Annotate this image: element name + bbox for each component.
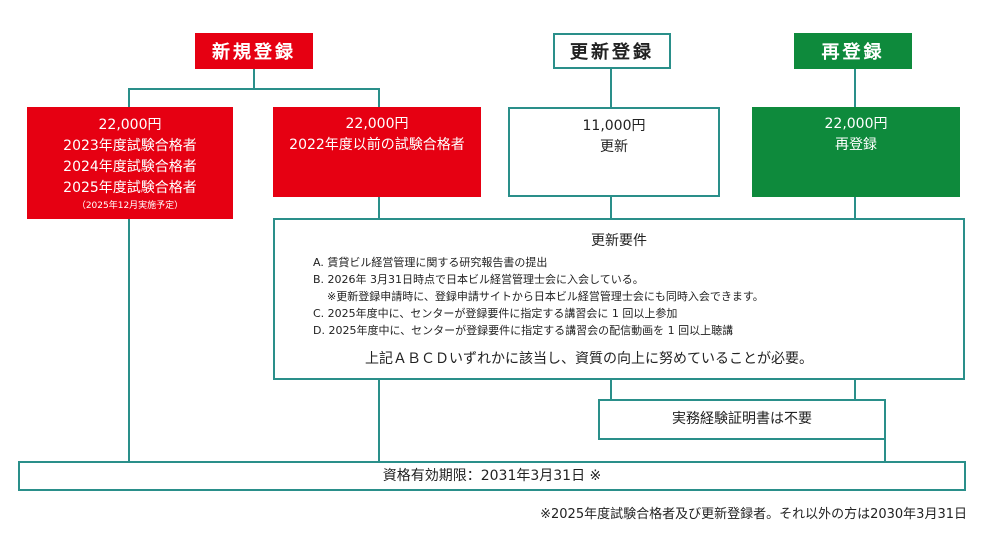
experience-text: 実務経験証明書は不要 bbox=[672, 411, 812, 427]
renewal-requirements-box: 更新要件 A. 賃貸ビル経営管理に関する研究報告書の提出 B. 2026年 3月… bbox=[273, 218, 965, 380]
box-new-recent-passers: 22,000円 2023年度試験合格者 2024年度試験合格者 2025年度試験… bbox=[27, 107, 233, 219]
requirement-item-c: C. 2025年度中に、センターが登録要件に指定する講習会に 1 回以上参加 bbox=[313, 307, 678, 320]
requirements-title: 更新要件 bbox=[591, 233, 647, 249]
header-renewal: 更新登録 bbox=[553, 33, 671, 69]
requirement-item-a: A. 賃貸ビル経営管理に関する研究報告書の提出 bbox=[313, 256, 548, 269]
connector-new-before-down bbox=[378, 197, 380, 219]
rereg-line: 再登録 bbox=[835, 137, 877, 153]
validity-period-bar: 資格有効期限：2031年3月31日 ※ bbox=[18, 461, 966, 491]
requirements-list: A. 賃貸ビル経営管理に関する研究報告書の提出 B. 2026年 3月31日時点… bbox=[313, 254, 764, 339]
renew-price: 11,000円 bbox=[582, 118, 646, 134]
connector-rereg-top bbox=[854, 68, 856, 108]
new-recent-line-3: 2025年度試験合格者 bbox=[63, 179, 197, 196]
connector-renew-top bbox=[610, 68, 612, 108]
new-recent-line-1: 2023年度試験合格者 bbox=[63, 137, 197, 154]
new-before-line: 2022年度以前の試験合格者 bbox=[289, 137, 465, 153]
connector-new-recent-down bbox=[128, 219, 130, 462]
connector-req-exp bbox=[610, 379, 612, 400]
requirement-item-b: B. 2026年 3月31日時点で日本ビル経営管理士会に入会している。 bbox=[313, 273, 644, 286]
connector-new-before-top bbox=[378, 88, 380, 108]
header-rereg-label: 再登録 bbox=[821, 42, 885, 63]
footnote: ※2025年度試験合格者及び更新登録者。それ以外の方は2030年3月31日 bbox=[540, 507, 967, 522]
header-new-registration: 新規登録 bbox=[195, 33, 313, 69]
rereg-price: 22,000円 bbox=[824, 116, 888, 132]
box-reregistration: 22,000円 再登録 bbox=[752, 107, 960, 197]
box-new-before-passers: 22,000円 2022年度以前の試験合格者 bbox=[273, 107, 481, 197]
experience-certificate-box: 実務経験証明書は不要 bbox=[598, 399, 886, 440]
connector-renew-down bbox=[610, 197, 612, 219]
new-recent-price: 22,000円 bbox=[98, 116, 162, 133]
connector-req-left-down bbox=[378, 379, 380, 462]
connector-new-recent-top bbox=[128, 88, 130, 108]
validity-text: 資格有効期限：2031年3月31日 ※ bbox=[382, 467, 602, 484]
connector-rereg-down bbox=[854, 197, 856, 219]
requirement-item-b-note: ※更新登録申請時に、登録申請サイトから日本ビル経営管理士会にも同時入会できます。 bbox=[327, 290, 764, 303]
connector-new-header-bar bbox=[128, 88, 380, 90]
connector-req-right-down bbox=[854, 379, 856, 400]
requirements-summary: 上記ＡＢＣＤいずれかに該当し、資質の向上に努めていることが必要。 bbox=[365, 351, 813, 367]
box-renewal: 11,000円 更新 bbox=[508, 107, 720, 197]
header-new-label: 新規登録 bbox=[212, 42, 296, 63]
header-reregistration: 再登録 bbox=[794, 33, 912, 69]
connector-new-header-stem bbox=[253, 68, 255, 89]
requirement-item-d: D. 2025年度中に、センターが登録要件に指定する講習会の配信動画を 1 回以… bbox=[313, 324, 734, 337]
new-recent-note: （2025年12月実施予定） bbox=[76, 200, 184, 211]
header-renew-label: 更新登録 bbox=[570, 42, 654, 63]
new-before-price: 22,000円 bbox=[345, 116, 409, 132]
connector-exp-right-down bbox=[884, 419, 886, 462]
new-recent-line-2: 2024年度試験合格者 bbox=[63, 158, 197, 175]
renew-line: 更新 bbox=[600, 139, 628, 155]
